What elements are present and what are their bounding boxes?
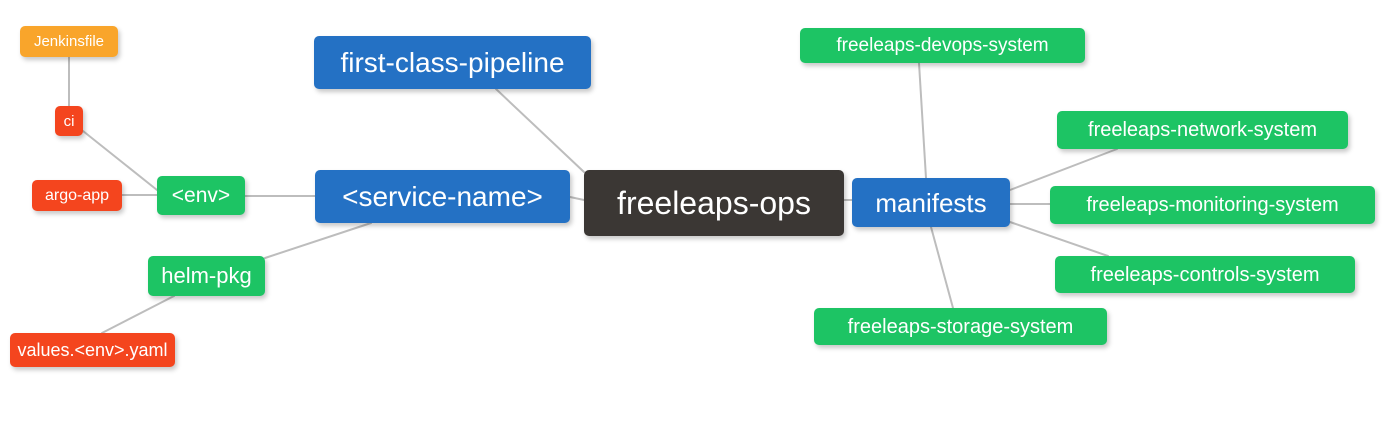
mindmap-edge: [495, 88, 585, 173]
mindmap-node-freeleaps-ops[interactable]: freeleaps-ops: [584, 170, 844, 236]
mindmap-node-ci[interactable]: ci: [55, 106, 83, 136]
mindmap-node-first-class-pipeline[interactable]: first-class-pipeline: [314, 36, 591, 89]
mindmap-node-freeleaps-monitoring-system[interactable]: freeleaps-monitoring-system: [1050, 186, 1375, 224]
mindmap-node-label: first-class-pipeline: [340, 46, 565, 78]
mindmap-edge: [1009, 221, 1109, 257]
mindmap-node-service-name[interactable]: <service-name>: [315, 170, 570, 223]
mindmap-node-env[interactable]: <env>: [157, 176, 245, 215]
mindmap-node-manifests[interactable]: manifests: [852, 178, 1010, 227]
mindmap-node-label: freeleaps-network-system: [1088, 119, 1317, 141]
mindmap-edge: [264, 222, 372, 259]
mindmap-node-label: <service-name>: [342, 180, 543, 212]
mindmap-node-helm-pkg[interactable]: helm-pkg: [148, 256, 265, 296]
mindmap-edge: [930, 226, 954, 309]
mindmap-node-label: freeleaps-storage-system: [847, 315, 1074, 338]
mindmap-node-label: <env>: [171, 184, 231, 207]
mindmap-node-label: argo-app: [44, 186, 110, 204]
mindmap-node-freeleaps-network-system[interactable]: freeleaps-network-system: [1057, 111, 1348, 149]
mindmap-node-label: Jenkinsfile: [33, 33, 105, 50]
mindmap-node-jenkinsfile[interactable]: Jenkinsfile: [20, 26, 118, 57]
mindmap-node-label: freeleaps-ops: [617, 185, 811, 221]
mindmap-node-label: helm-pkg: [161, 263, 252, 288]
mindmap-node-argo-app[interactable]: argo-app: [32, 180, 122, 211]
mindmap-node-label: manifests: [875, 187, 987, 218]
mindmap-edge: [569, 196, 585, 201]
mindmap-node-label: ci: [63, 112, 75, 130]
mindmap-node-freeleaps-storage-system[interactable]: freeleaps-storage-system: [814, 308, 1107, 345]
mindmap-node-freeleaps-devops-system[interactable]: freeleaps-devops-system: [800, 28, 1085, 63]
mindmap-edge: [1009, 148, 1118, 191]
mindmap-edge: [101, 295, 175, 334]
mindmap-node-values-env-yaml[interactable]: values.<env>.yaml: [10, 333, 175, 367]
mindmap-node-label: freeleaps-monitoring-system: [1086, 194, 1339, 216]
mindmap-edge: [918, 62, 927, 179]
mindmap-node-label: values.<env>.yaml: [17, 340, 168, 360]
mindmap-node-freeleaps-controls-system[interactable]: freeleaps-controls-system: [1055, 256, 1355, 293]
mindmap-node-label: freeleaps-controls-system: [1090, 263, 1320, 286]
mindmap-node-label: freeleaps-devops-system: [836, 35, 1049, 56]
